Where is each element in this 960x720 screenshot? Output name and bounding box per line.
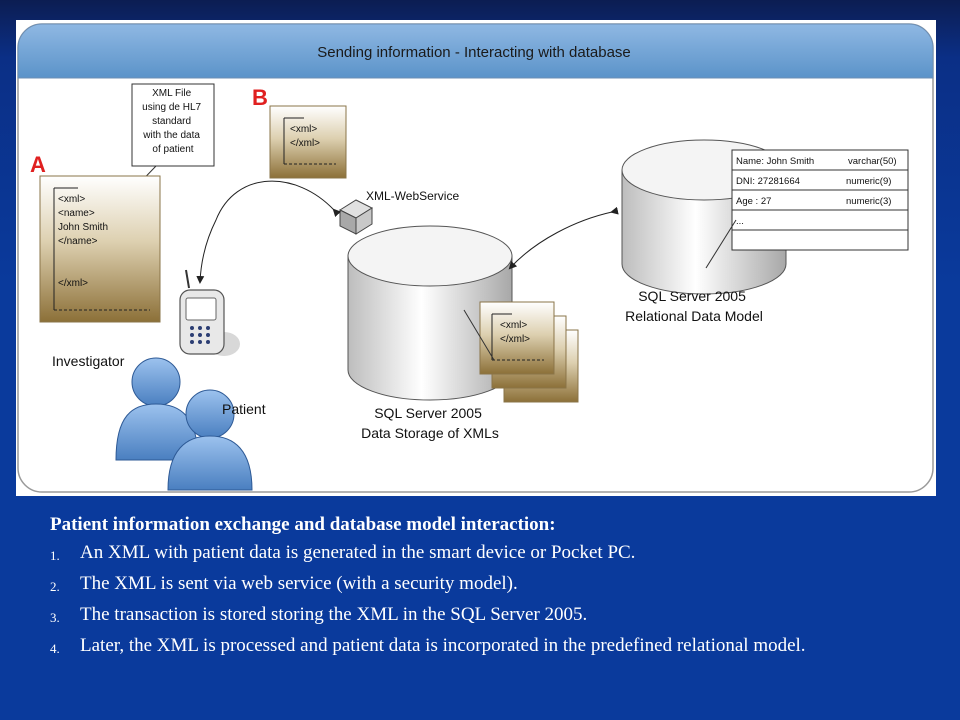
svg-text:<xml> </xml>: <xml> </xml>	[290, 124, 320, 149]
callout-line-3: standard	[152, 116, 191, 127]
list-item-number: 2.	[50, 579, 60, 594]
caption-list: 1. An XML with patient data is generated…	[50, 542, 930, 660]
arrow-device-webservice	[196, 180, 342, 284]
pocket-pc-icon	[179, 269, 240, 356]
xml-document-a: <xml> <name> John Smith </name> </xml>	[39, 175, 161, 323]
xml-storage-database	[347, 225, 513, 401]
list-item-text: The XML is sent via web service (with a …	[80, 573, 518, 594]
xml-db-label-2: Data Storage of XMLs	[361, 425, 499, 441]
callout-line-5: of patient	[152, 144, 193, 155]
svg-text:Name: John Smith DNI:: Name: John Smith DNI: 27281664 Age : 27 …	[736, 156, 817, 227]
svg-text:XML File using de HL7: XML File using de HL7 standard with the …	[142, 88, 204, 155]
svg-text:SQL Server 2005 Relation: SQL Server 2005 Relational Data Model	[625, 288, 763, 324]
relational-table: Name: John Smith DNI: 27281664 Age : 27 …	[731, 149, 909, 251]
list-item-number: 3.	[50, 610, 60, 625]
callout-line-4: with the data	[142, 130, 200, 141]
doc-c-line-2: </xml>	[500, 334, 530, 345]
svg-text:<xml> </xml>: <xml> </xml>	[500, 320, 530, 345]
doc-a-line-6: </xml>	[58, 278, 88, 289]
table-row-1-field: Name: John Smith	[736, 156, 814, 167]
diagram-canvas: Sending information - Interacting with d…	[17, 23, 934, 493]
list-item: 3. The transaction is stored storing the…	[50, 604, 930, 629]
doc-c-line-1: <xml>	[500, 320, 527, 331]
table-row-2-type: numeric(9)	[846, 176, 891, 187]
table-connector	[705, 219, 737, 269]
caption-heading: Patient information exchange and databas…	[50, 514, 556, 535]
label-a: A	[30, 152, 46, 177]
list-item-text: Later, the XML is processed and patient …	[80, 635, 806, 656]
doc-b-line-1: <xml>	[290, 124, 317, 135]
diagram-panel: Sending information - Interacting with d…	[16, 20, 936, 496]
diagram-title: Sending information - Interacting with d…	[317, 44, 631, 61]
diagram-header-bar	[17, 23, 934, 79]
webservice-block	[338, 199, 374, 235]
list-item: 2. The XML is sent via web service (with…	[50, 573, 930, 598]
list-item-number: 1.	[50, 548, 60, 563]
callout-line-2: using de HL7	[142, 102, 201, 113]
xml-db-label-1: SQL Server 2005	[374, 405, 482, 421]
svg-text:SQL Server 2005 Data Sto: SQL Server 2005 Data Storage of XMLs	[361, 405, 499, 441]
patient-icon	[167, 389, 253, 491]
doc-a-line-1: <xml>	[58, 194, 85, 205]
list-item-number: 4.	[50, 641, 60, 656]
arrow-storage-relational	[508, 206, 619, 270]
list-item: 4. Later, the XML is processed and patie…	[50, 635, 930, 660]
svg-text:<xml> <name> J: <xml> <name> John Smith </name> </xml>	[58, 194, 111, 289]
table-row-4-field: ...	[736, 216, 744, 227]
table-row-3-field: Age : 27	[736, 196, 771, 207]
investigator-label: Investigator	[52, 353, 125, 369]
list-item-text: An XML with patient data is generated in…	[80, 542, 636, 563]
list-item-text: The transaction is stored storing the XM…	[80, 604, 588, 625]
callout-line-1: XML File	[152, 88, 192, 99]
rel-db-label-2: Relational Data Model	[625, 308, 763, 324]
table-row-2-field: DNI: 27281664	[736, 176, 800, 187]
webservice-label: XML-WebService	[366, 189, 459, 203]
xml-document-b: <xml> </xml>	[269, 105, 347, 179]
patient-label: Patient	[222, 401, 266, 417]
list-item: 1. An XML with patient data is generated…	[50, 542, 930, 567]
table-row-3-type: numeric(3)	[846, 196, 891, 207]
xml-document-stack-c: <xml> </xml>	[479, 301, 579, 403]
doc-a-line-4: </name>	[58, 236, 98, 247]
stack-connector	[463, 309, 495, 361]
caption: Patient information exchange and databas…	[50, 514, 930, 666]
doc-a-line-3: John Smith	[58, 222, 108, 233]
table-row-1-type: varchar(50)	[848, 156, 897, 167]
svg-text:varchar(50) numeric(9): varchar(50) numeric(9) numeric(3)	[846, 156, 899, 207]
label-b: B	[252, 85, 268, 110]
doc-b-line-2: </xml>	[290, 138, 320, 149]
rel-db-label-1: SQL Server 2005	[638, 288, 746, 304]
doc-a-line-2: <name>	[58, 208, 95, 219]
investigator-icon	[115, 357, 199, 461]
